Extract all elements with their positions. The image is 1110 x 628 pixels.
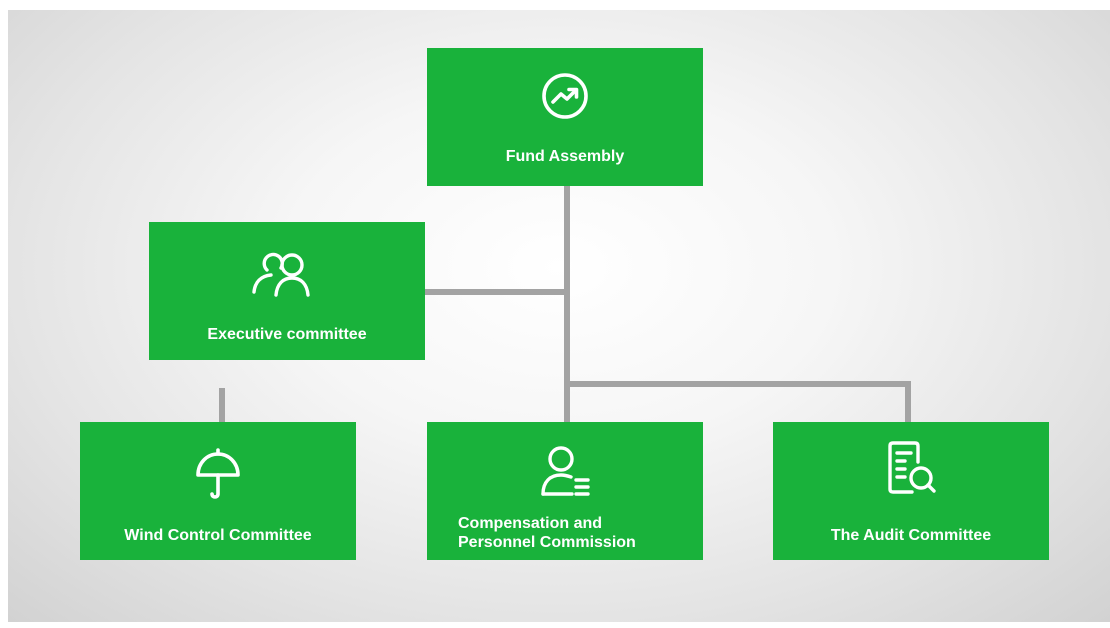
node-label: The Audit Committee [830,527,992,544]
node-label-line2: Personnel Commission [458,534,636,551]
trending-up-circle-icon [427,71,703,121]
node-executive-committee[interactable]: Executive committee [149,222,425,360]
umbrella-icon [80,446,356,502]
node-label: Wind Control Committee [124,527,312,544]
node-audit-committee[interactable]: The Audit Committee [773,422,1049,560]
users-icon [149,248,425,300]
node-label-line1: Compensation and [458,515,603,532]
node-wind-control-committee[interactable]: Wind Control Committee [80,422,356,560]
node-compensation-personnel-commission[interactable]: Compensation and Personnel Commission [427,422,703,560]
document-search-icon [773,440,1049,502]
node-label: Fund Assembly [505,148,625,165]
node-label: Executive committee [207,326,367,343]
user-list-icon [427,444,703,500]
node-fund-assembly[interactable]: Fund Assembly [427,48,703,186]
